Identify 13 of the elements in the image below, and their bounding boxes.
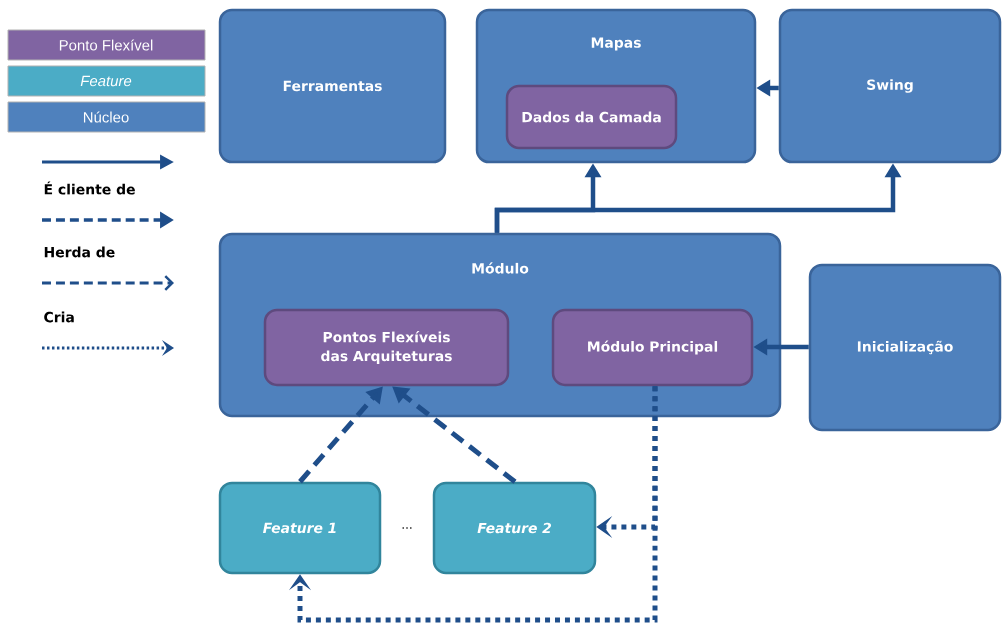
ellipsis: ... [402,527,412,529]
legend-label: Herda de [44,246,115,258]
feature-box: Feature 1 [218,481,382,575]
feature-box: Feature 2 [432,481,597,575]
component-box: Pontos Flexíveis das Arquiteturas [263,308,510,387]
module-box: Ferramentas [218,8,447,164]
component-box: Dados da Camada [505,84,678,150]
legend-label: Cria [44,311,74,323]
module-box: Inicialização [808,263,1002,432]
module-box: Swing [778,8,1002,164]
legend-label: É cliente de [44,181,135,195]
arrow [288,386,658,623]
component-box: Módulo Principal [551,308,754,387]
